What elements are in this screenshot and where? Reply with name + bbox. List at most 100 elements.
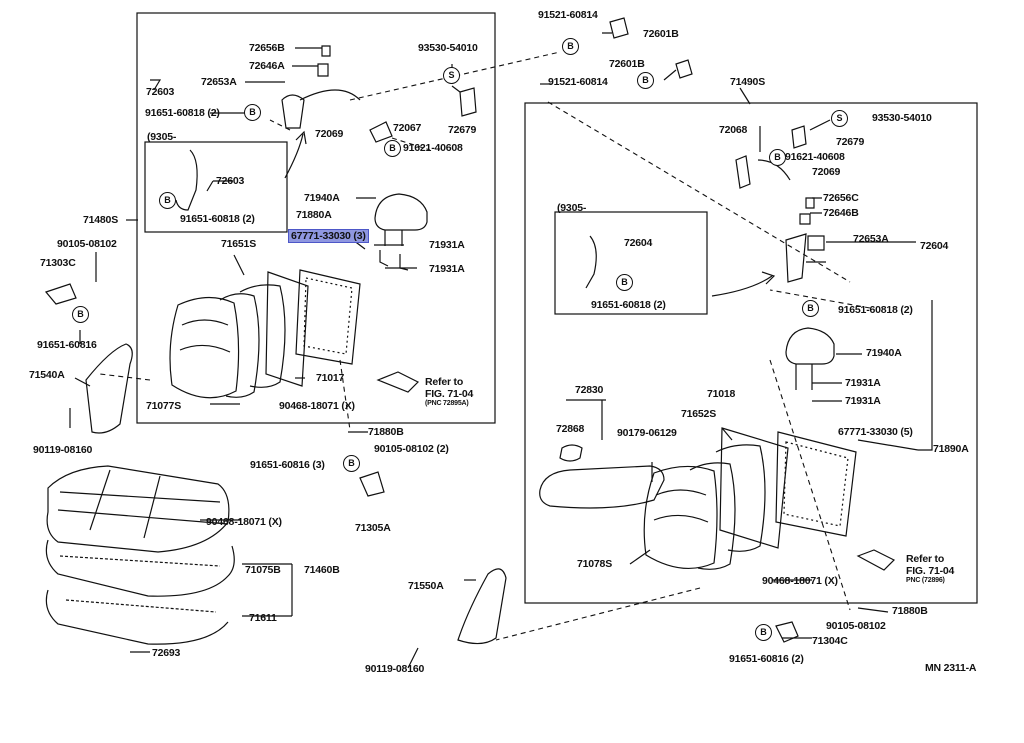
- callout-72068[interactable]: 72068: [719, 124, 748, 136]
- refer-to-right[interactable]: Refer to: [906, 553, 945, 565]
- bolt-badge: B: [769, 149, 786, 166]
- bolt-badge: B: [616, 274, 633, 291]
- callout-91651-60818-inset[interactable]: 91651-60818 (2): [591, 299, 666, 311]
- headrest-right: [785, 327, 835, 365]
- callout-71651S[interactable]: 71651S: [221, 238, 257, 250]
- callout-71540A[interactable]: 71540A: [29, 369, 65, 381]
- callout-71880B[interactable]: 71880B: [892, 605, 928, 617]
- callout-91651-60818-inset[interactable]: 91651-60818 (2): [180, 213, 255, 225]
- right-seat-frame: [524, 102, 978, 604]
- callout-72069[interactable]: 72069: [315, 128, 344, 140]
- callout-71490S[interactable]: 71490S: [730, 76, 766, 88]
- callout-71018[interactable]: 71018: [707, 388, 736, 400]
- callout-91621-40608[interactable]: 91621-40608: [785, 151, 845, 163]
- callout-71880B[interactable]: 71880B: [368, 426, 404, 438]
- callout-72830[interactable]: 72830: [575, 384, 604, 396]
- callout-90105-08102-2[interactable]: 90105-08102 (2): [374, 443, 449, 455]
- callout-90468-18071[interactable]: 90468-18071 (X): [762, 575, 838, 587]
- callout-90105-08102[interactable]: 90105-08102: [57, 238, 117, 250]
- bolt-badge: B: [802, 300, 819, 317]
- callout-71652S[interactable]: 71652S: [681, 408, 717, 420]
- callout-71480S[interactable]: 71480S: [83, 214, 119, 226]
- bolt-badge: B: [159, 192, 176, 209]
- callout-91651-60818[interactable]: 91651-60818 (2): [838, 304, 913, 316]
- bolt-badge: B: [343, 455, 360, 472]
- pnc-ref-left: (PNC 72895A): [425, 400, 469, 407]
- screw-badge: S: [831, 110, 848, 127]
- callout-93530-54010[interactable]: 93530-54010: [872, 112, 932, 124]
- callout-91521-60814[interactable]: 91521-60814: [548, 76, 608, 88]
- seat-back-left-frame: [219, 293, 260, 398]
- callout-90105-08102[interactable]: 90105-08102: [826, 620, 886, 632]
- callout-90468-18071[interactable]: 90468-18071 (X): [279, 400, 355, 412]
- dashed-connector-3: [547, 101, 851, 283]
- fig-ref-left[interactable]: FIG. 71-04: [425, 388, 474, 400]
- callout-71880A[interactable]: 71880A: [296, 209, 332, 221]
- callout-72601B[interactable]: 72601B: [643, 28, 679, 40]
- callout-72646A[interactable]: 72646A: [249, 60, 285, 72]
- trim-71540A: [85, 343, 133, 434]
- callout-71940A[interactable]: 71940A: [304, 192, 340, 204]
- callout-72693[interactable]: 72693: [152, 647, 181, 659]
- callout-71931A[interactable]: 71931A: [845, 377, 881, 389]
- seat-back-board-left: [295, 269, 361, 365]
- callout-91651-60816-2[interactable]: 91651-60816 (2): [729, 653, 804, 665]
- screw-badge: S: [443, 67, 460, 84]
- callout-71304C[interactable]: 71304C: [812, 635, 848, 647]
- armrest: [539, 465, 665, 509]
- fig-ref-right[interactable]: FIG. 71-04: [906, 565, 955, 577]
- callout-72603[interactable]: 72603: [146, 86, 175, 98]
- callout-72067[interactable]: 72067: [393, 122, 422, 134]
- callout-71078S[interactable]: 71078S: [577, 558, 613, 570]
- bolt-badge: B: [562, 38, 579, 55]
- callout-72646B[interactable]: 72646B: [823, 207, 859, 219]
- callout-67771-33030-5[interactable]: 67771-33030 (5): [838, 426, 913, 438]
- callout-72604[interactable]: 72604: [920, 240, 949, 252]
- callout-72601B[interactable]: 72601B: [609, 58, 645, 70]
- callout-71077S[interactable]: 71077S: [146, 400, 182, 412]
- callout-72653A[interactable]: 72653A: [201, 76, 237, 88]
- callout-71890A[interactable]: 71890A: [933, 443, 969, 455]
- callout-90119-08160[interactable]: 90119-08160: [33, 444, 93, 456]
- callout-93530-54010[interactable]: 93530-54010: [418, 42, 478, 54]
- callout-71075B[interactable]: 71075B: [245, 564, 281, 576]
- left-seat-frame: [136, 12, 496, 424]
- bolt-badge: B: [384, 140, 401, 157]
- callout-71611[interactable]: 71611: [249, 612, 277, 624]
- callout-72679[interactable]: 72679: [448, 124, 477, 136]
- callout-90179-06129[interactable]: 90179-06129: [617, 427, 677, 439]
- callout-72603-inset[interactable]: 72603: [216, 175, 245, 187]
- callout-71303C[interactable]: 71303C: [40, 257, 76, 269]
- callout-71931A[interactable]: 71931A: [429, 263, 465, 275]
- callout-91651-60818[interactable]: 91651-60818 (2): [145, 107, 220, 119]
- callout-90468-18071-b[interactable]: 90468-18071 (X): [206, 516, 282, 528]
- callout-67771-33030-highlighted[interactable]: 67771-33030 (3): [288, 229, 369, 243]
- callout-71017[interactable]: 71017: [316, 372, 345, 384]
- callout-90119-08160[interactable]: 90119-08160: [365, 663, 425, 675]
- callout-72653A[interactable]: 72653A: [853, 233, 889, 245]
- callout-91621-40608[interactable]: 91621-40608: [403, 142, 463, 154]
- callout-72868[interactable]: 72868: [556, 423, 585, 435]
- callout-91651-60816[interactable]: 91651-60816: [37, 339, 97, 351]
- callout-72656C[interactable]: 72656C: [823, 192, 859, 204]
- callout-71550A[interactable]: 71550A: [408, 580, 444, 592]
- callout-9305[interactable]: (9305-: [147, 131, 177, 143]
- callout-72679[interactable]: 72679: [836, 136, 865, 148]
- callout-91651-60816-3[interactable]: 91651-60816 (3): [250, 459, 325, 471]
- callout-71305A[interactable]: 71305A: [355, 522, 391, 534]
- pnc-ref-right: PNC (72896): [906, 577, 945, 584]
- callout-71940A[interactable]: 71940A: [866, 347, 902, 359]
- callout-72656B[interactable]: 72656B: [249, 42, 285, 54]
- refer-to-left[interactable]: Refer to: [425, 376, 464, 388]
- bolt-badge: B: [244, 104, 261, 121]
- callout-91521-60814[interactable]: 91521-60814: [538, 9, 598, 21]
- callout-72604-inset[interactable]: 72604: [624, 237, 653, 249]
- callout-71931A[interactable]: 71931A: [845, 395, 881, 407]
- right-inset-frame: [554, 211, 708, 315]
- callout-71931A[interactable]: 71931A: [429, 239, 465, 251]
- callout-72069[interactable]: 72069: [812, 166, 841, 178]
- callout-9305[interactable]: (9305-: [557, 202, 587, 214]
- bolt-badge: B: [72, 306, 89, 323]
- callout-71460B[interactable]: 71460B: [304, 564, 340, 576]
